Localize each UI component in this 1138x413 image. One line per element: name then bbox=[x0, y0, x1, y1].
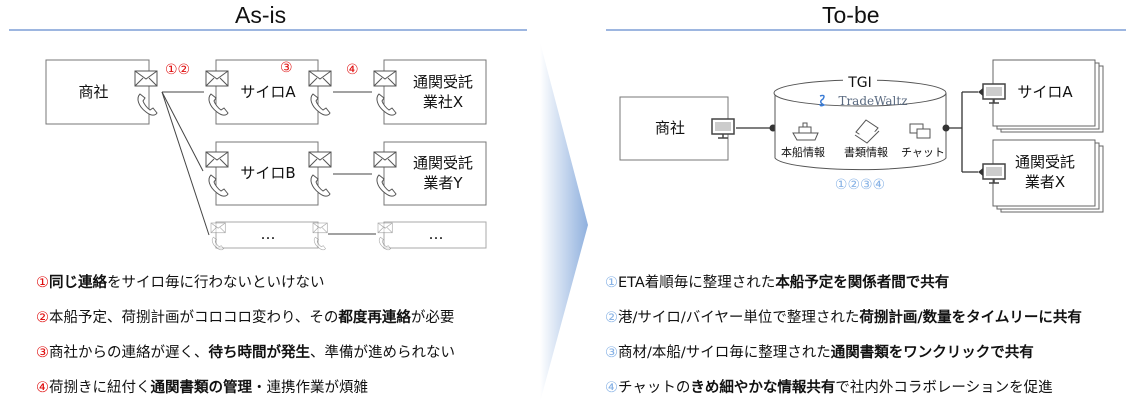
item-text: ・連携作業が煩雑 bbox=[252, 380, 368, 396]
mail-icon bbox=[312, 222, 328, 234]
item-text: が必要 bbox=[410, 310, 455, 326]
tobe-silo-a-label: サイロA bbox=[1017, 83, 1073, 101]
mail-icon bbox=[205, 70, 229, 87]
item-number: ② bbox=[605, 310, 618, 326]
phone-icon bbox=[211, 236, 224, 251]
issue-item: ④荷捌きに紐付く通関書類の管理・連携作業が煩雑 bbox=[36, 378, 455, 413]
benefit-item: ①ETA着順毎に整理された本船予定を関係者間で共有 bbox=[605, 273, 1082, 308]
item-number: ③ bbox=[605, 345, 618, 361]
platform-logo: TradeWaltz bbox=[838, 94, 908, 108]
mail-icon bbox=[373, 70, 397, 87]
emphasis-text: 本船予定を関係者間で共有 bbox=[775, 275, 950, 291]
emphasis-text: 待ち時間が発生 bbox=[208, 345, 311, 361]
silo-b-box bbox=[215, 141, 319, 206]
more-broker-box bbox=[383, 221, 487, 249]
issue-marker-4: ④ bbox=[346, 62, 359, 78]
transition-arrow bbox=[540, 42, 588, 402]
item-text: 商社からの連絡が遅く、 bbox=[49, 345, 209, 361]
emphasis-text: 通関書類の管理 bbox=[150, 380, 253, 396]
silo-b-label: サイロB bbox=[240, 164, 296, 182]
item-number: ④ bbox=[605, 380, 618, 396]
phone-icon bbox=[310, 174, 331, 197]
mail-icon bbox=[308, 151, 332, 168]
ship-icon bbox=[792, 122, 819, 141]
broker-y-box bbox=[383, 141, 487, 206]
item-text: 、準備が進められない bbox=[310, 345, 455, 361]
emphasis-text: 都度再連絡 bbox=[338, 310, 411, 326]
chat-icon bbox=[909, 123, 931, 139]
emphasis-text: 通関書類をワンクリックで共有 bbox=[830, 345, 1034, 361]
mail-icon bbox=[373, 151, 397, 168]
item-text: ETA着順毎に整理された bbox=[618, 275, 776, 291]
item-text: 商材/本船/サイロ毎に整理された bbox=[618, 345, 831, 361]
emphasis-text: 同じ連絡 bbox=[49, 275, 107, 291]
ellipsis-label: … bbox=[260, 225, 276, 243]
broker-x-label: 通関受託 業社X bbox=[412, 73, 473, 111]
item-text: 本船予定、荷捌計画がコロコロ変わり、その bbox=[49, 310, 339, 326]
issue-item: ①同じ連絡をサイロ毎に行わないといけない bbox=[36, 273, 455, 308]
broker-x-box bbox=[383, 59, 487, 125]
silo-a-label: サイロA bbox=[240, 83, 296, 101]
item-number: ③ bbox=[36, 345, 49, 361]
item-number: ④ bbox=[36, 380, 49, 396]
mail-icon bbox=[205, 151, 229, 168]
tobe-broker-x-label: 通関受託 業者X bbox=[1014, 153, 1075, 191]
as-is-rule bbox=[9, 29, 527, 31]
emphasis-text: 荷捌計画/数量をタイムリーに共有 bbox=[859, 310, 1082, 326]
more-silo-box bbox=[215, 221, 319, 249]
feature-document-info[interactable]: 書類情報 bbox=[844, 146, 888, 159]
feature-vessel-info[interactable]: 本船情報 bbox=[781, 146, 825, 159]
benefit-item: ③商材/本船/サイロ毎に整理された通関書類をワンクリックで共有 bbox=[605, 343, 1082, 378]
feature-chat[interactable]: チャット bbox=[901, 146, 945, 159]
as-is-title: As-is bbox=[235, 2, 287, 28]
phone-icon bbox=[208, 93, 229, 116]
to-be-title: To-be bbox=[822, 2, 880, 28]
mail-icon bbox=[377, 222, 393, 234]
item-number: ② bbox=[36, 310, 49, 326]
broker-y-label: 通関受託 業者Y bbox=[412, 154, 473, 192]
phone-icon bbox=[208, 174, 229, 197]
trading-company-box bbox=[45, 59, 150, 125]
item-text: チャットの bbox=[618, 380, 691, 396]
item-text: をサイロ毎に行わないといけない bbox=[107, 275, 325, 291]
item-text: で社内外コラボレーションを促進 bbox=[835, 380, 1053, 396]
emphasis-text: きめ細やかな情報共有 bbox=[690, 380, 836, 396]
mail-icon bbox=[308, 70, 332, 87]
mail-icon bbox=[210, 222, 226, 234]
phone-icon bbox=[310, 93, 331, 116]
tradewaltz-logo-icon bbox=[819, 94, 826, 107]
issue-marker-3: ③ bbox=[280, 60, 293, 76]
item-number: ① bbox=[36, 275, 49, 291]
platform-label: TGI bbox=[848, 75, 872, 91]
ellipsis-label: … bbox=[428, 225, 444, 243]
documents-icon bbox=[854, 119, 880, 144]
issue-item: ③商社からの連絡が遅く、待ち時間が発生、準備が進められない bbox=[36, 343, 455, 378]
to-be-rule bbox=[606, 29, 1126, 31]
phone-icon bbox=[376, 174, 397, 197]
phone-icon bbox=[378, 236, 391, 251]
item-number: ① bbox=[605, 275, 618, 291]
tobe-trading-company-label: 商社 bbox=[654, 119, 685, 137]
issue-item: ②本船予定、荷捌計画がコロコロ変わり、その都度再連絡が必要 bbox=[36, 308, 455, 343]
silo-a-box bbox=[215, 59, 319, 125]
issue-marker-1-2: ①② bbox=[165, 62, 191, 78]
benefit-item: ②港/サイロ/バイヤー単位で整理された荷捌計画/数量をタイムリーに共有 bbox=[605, 308, 1082, 343]
trading-company-label: 商社 bbox=[78, 83, 109, 101]
broker-x-stack bbox=[992, 139, 1104, 213]
silo-a-stack bbox=[992, 59, 1104, 133]
phone-icon bbox=[376, 93, 397, 116]
monitor-icon bbox=[711, 118, 735, 139]
item-text: 港/サイロ/バイヤー単位で整理された bbox=[618, 310, 860, 326]
as-is-connectors bbox=[161, 91, 376, 236]
benefit-markers: ①②③④ bbox=[834, 177, 886, 193]
benefit-item: ④チャットのきめ細やかな情報共有で社内外コラボレーションを促進 bbox=[605, 378, 1082, 413]
item-text: 荷捌きに紐付く bbox=[49, 380, 151, 396]
